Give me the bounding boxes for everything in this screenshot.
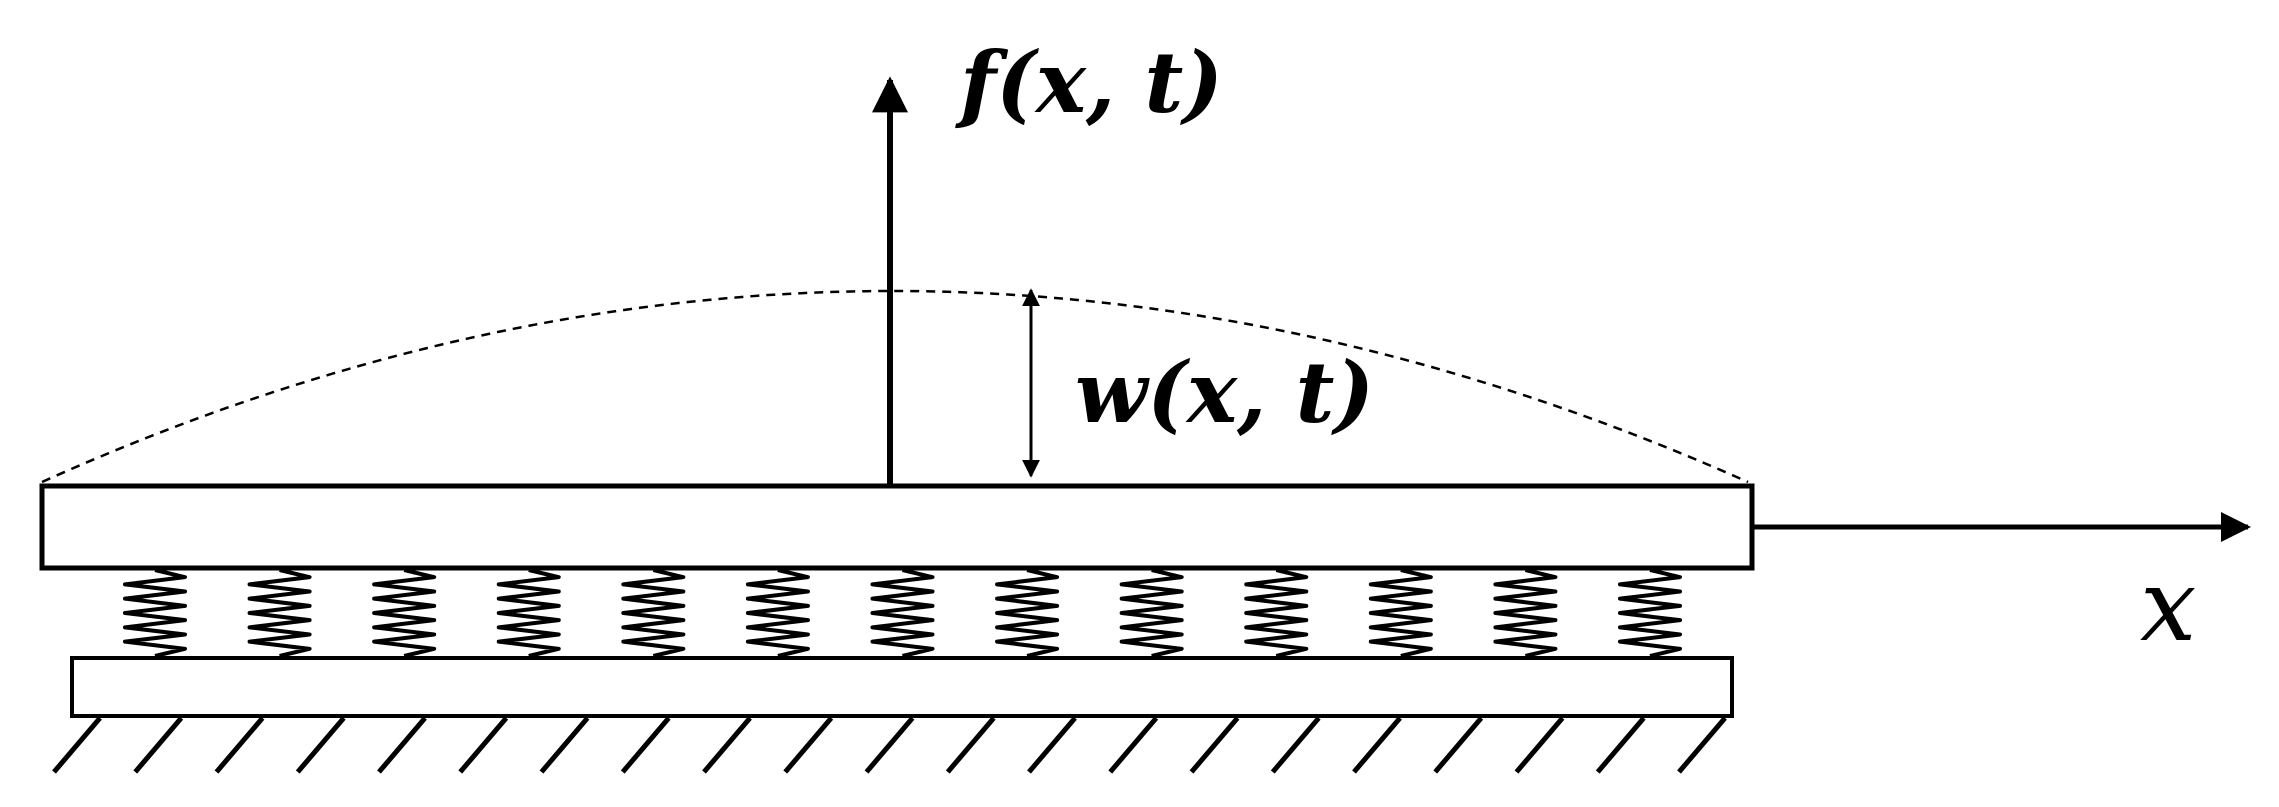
ground-hatch	[295, 716, 346, 774]
spring	[745, 568, 810, 658]
ground-hatch	[52, 716, 102, 774]
spring	[496, 568, 561, 658]
ground-hatch	[377, 716, 427, 774]
ground-hatch	[1352, 716, 1402, 774]
ground-hatch	[620, 716, 671, 774]
beam	[39, 483, 1755, 571]
spring	[621, 568, 686, 658]
ground-hatch	[1433, 716, 1484, 774]
spring	[247, 568, 312, 658]
ground-hatch	[1595, 716, 1646, 774]
force-label: f(x, t)	[955, 33, 1223, 132]
spring	[995, 568, 1060, 658]
spring	[372, 568, 437, 658]
x-axis-label: x	[2140, 547, 2196, 664]
deflection-label: w(x, t)	[1075, 343, 1374, 442]
spring	[1618, 568, 1682, 658]
ground-hatch	[702, 716, 752, 774]
ground-hatch	[1270, 716, 1321, 774]
ground-hatch	[214, 716, 265, 774]
ground-hatch	[458, 716, 509, 774]
ground-hatch	[945, 716, 996, 774]
spring	[1493, 568, 1558, 658]
ground-hatch	[1027, 716, 1077, 774]
ground-hatch	[783, 716, 834, 774]
deflected-shape-curve	[41, 289, 1749, 484]
ground-hatching	[52, 716, 1727, 774]
spring	[1368, 568, 1433, 658]
spring	[870, 568, 935, 658]
spring	[1119, 568, 1184, 658]
ground-hatch	[539, 716, 590, 774]
foundation-plate	[70, 656, 1734, 718]
spring	[1244, 568, 1309, 658]
ground-hatch	[133, 716, 184, 774]
elastic-foundation-springs	[123, 568, 1682, 658]
spring	[123, 568, 187, 658]
ground-hatch	[1108, 716, 1159, 774]
ground-hatch	[1677, 716, 1727, 774]
ground-hatch	[1189, 716, 1240, 774]
ground-hatch	[864, 716, 915, 774]
ground-hatch	[1514, 716, 1565, 774]
